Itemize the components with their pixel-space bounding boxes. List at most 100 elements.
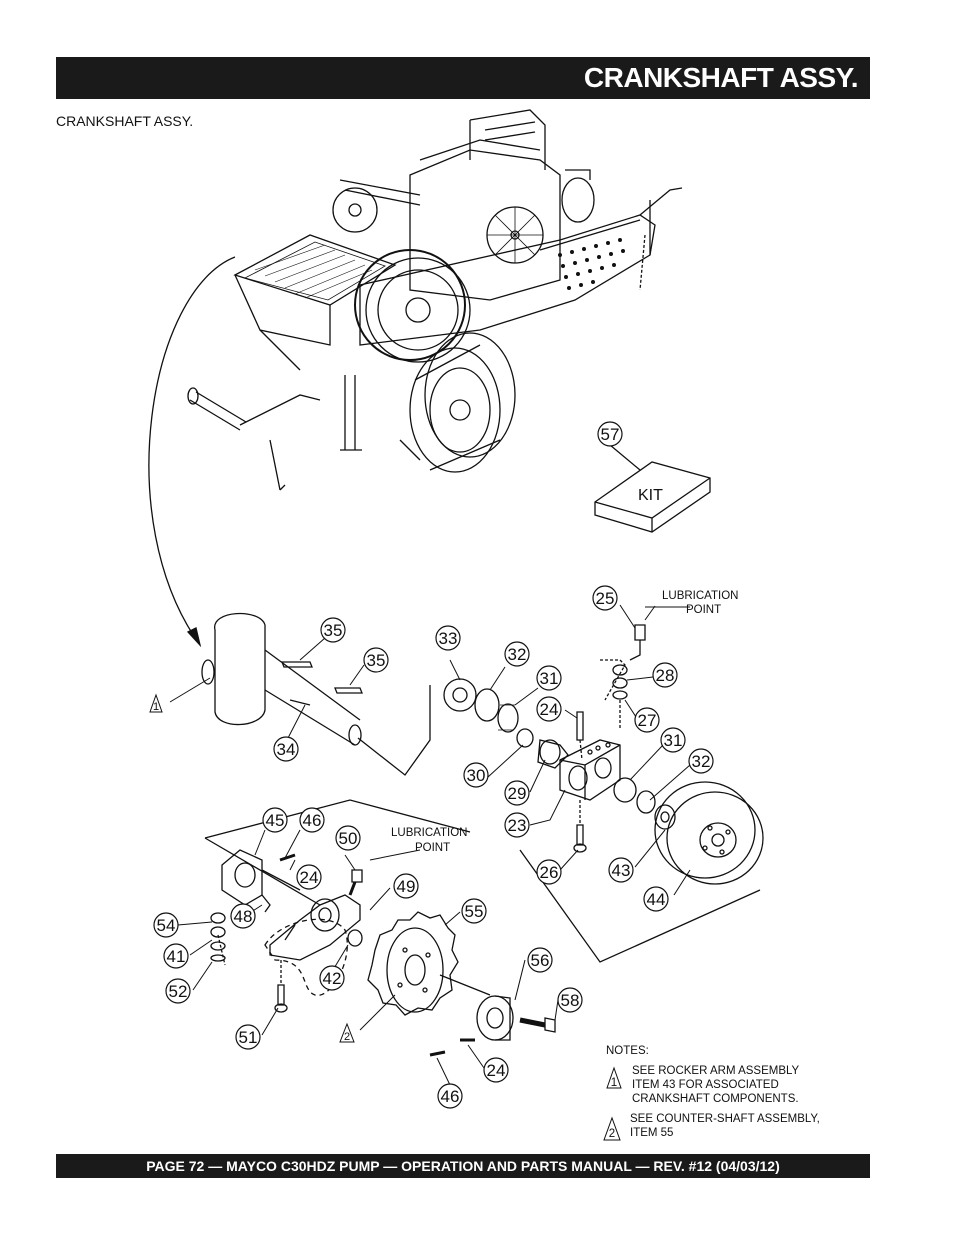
note-2-triangle [603, 1116, 621, 1141]
callout-label: 24 [300, 868, 319, 887]
callout-label: 30 [467, 766, 486, 785]
note-1-line-1: SEE ROCKER ARM ASSEMBLY [632, 1065, 800, 1077]
callout-label: 56 [531, 951, 550, 970]
page-footer-bar: PAGE 72 — MAYCO C30HDZ PUMP — OPERATION … [56, 1154, 870, 1178]
callout-27 [634, 707, 660, 733]
callout-55 [461, 898, 487, 924]
callout-label: 29 [508, 784, 527, 803]
callout-41 [163, 943, 189, 969]
callout-33 [435, 625, 461, 651]
callout-bubbles [153, 421, 714, 1109]
callout-56 [527, 947, 553, 973]
callout-35a [320, 617, 346, 643]
page-footer-text: PAGE 72 — MAYCO C30HDZ PUMP — OPERATION … [146, 1158, 780, 1174]
callout-label: 27 [638, 711, 657, 730]
bearing-housing [559, 739, 621, 801]
sprocket [367, 911, 459, 1016]
note-1-triangle [606, 1066, 622, 1089]
pillow-block-bearing [269, 894, 361, 961]
callout-31b [660, 727, 686, 753]
crankshaft [201, 612, 431, 776]
callout-28 [652, 662, 678, 688]
callout-label: 28 [656, 666, 675, 685]
callout-label: 51 [239, 1028, 258, 1047]
page-title-bar: CRANKSHAFT ASSY. [56, 57, 870, 99]
note-2-line-1: SEE COUNTER-SHAFT ASSEMBLY, [630, 1113, 820, 1125]
svg-text:2: 2 [344, 1031, 350, 1043]
svg-text:1: 1 [153, 701, 159, 713]
callout-label: 33 [439, 629, 458, 648]
lubrication-label-top-2: POINT [686, 604, 721, 616]
callout-48 [230, 903, 256, 929]
triangle-marker-2: 2 [339, 1022, 355, 1043]
note-1-line-3: CRANKSHAFT COMPONENTS. [632, 1093, 799, 1105]
callout-label: 44 [647, 890, 666, 909]
callout-25 [592, 585, 618, 611]
callout-32b [688, 748, 714, 774]
callout-58 [557, 987, 583, 1013]
callout-label: 49 [397, 877, 416, 896]
callout-label: 55 [465, 902, 484, 921]
callout-label: 24 [540, 700, 559, 719]
lubrication-label-lower: LUBRICATION [391, 827, 467, 839]
callout-label: 42 [323, 969, 342, 988]
callout-46a [299, 807, 325, 833]
callout-46b [437, 1083, 463, 1109]
callout-24a [536, 696, 562, 722]
triangle-marker-1: 1 [149, 693, 163, 713]
machine-illustration [187, 109, 683, 491]
notes-heading: NOTES: [606, 1045, 649, 1057]
lubrication-label-lower-2: POINT [415, 842, 450, 854]
callout-label: 35 [367, 651, 386, 670]
callout-29 [504, 780, 530, 806]
callout-31a [536, 665, 562, 691]
callout-label: 24 [487, 1061, 506, 1080]
callout-label: 35 [324, 621, 343, 640]
callout-label: 46 [303, 811, 322, 830]
callout-label: 46 [441, 1087, 460, 1106]
callout-label: 45 [266, 811, 285, 830]
callout-34 [273, 736, 299, 762]
flywheel-disk [654, 781, 764, 885]
callout-label: 31 [664, 731, 683, 750]
callout-label: 41 [167, 947, 186, 966]
note-1-marker: 1 [611, 1077, 617, 1089]
callout-label: 25 [596, 589, 615, 608]
callout-57 [597, 421, 623, 447]
callout-label: 52 [169, 982, 188, 1001]
callout-49 [393, 873, 419, 899]
note-2-line-2: ITEM 55 [630, 1127, 673, 1139]
callout-44 [643, 886, 669, 912]
callout-23 [504, 812, 530, 838]
kit-box [594, 444, 711, 533]
callout-label: 43 [612, 861, 631, 880]
callout-label: 32 [508, 645, 527, 664]
page-title: CRANKSHAFT ASSY. [583, 62, 859, 93]
callout-24b [296, 864, 322, 890]
callout-32a [504, 641, 530, 667]
callout-43 [608, 857, 634, 883]
callout-35b [363, 647, 389, 673]
callout-51 [235, 1024, 261, 1050]
kit-label: KIT [638, 487, 663, 504]
callout-52 [165, 978, 191, 1004]
callout-label: 57 [601, 425, 620, 444]
section-subtitle: CRANKSHAFT ASSY. [56, 113, 194, 129]
callout-26 [536, 859, 562, 885]
callout-label: 32 [692, 752, 711, 771]
notes-block: NOTES: 1 SEE ROCKER ARM ASSEMBLY ITEM 43… [603, 1045, 820, 1141]
callout-30 [463, 762, 489, 788]
callout-label: 34 [277, 740, 296, 759]
callout-45 [262, 807, 288, 833]
callout-label: 58 [561, 991, 580, 1010]
callout-label: 48 [234, 907, 253, 926]
callout-54 [153, 912, 179, 938]
callout-50 [335, 825, 361, 851]
callout-label: 54 [157, 916, 176, 935]
callout-24c [483, 1057, 509, 1083]
callout-label: 50 [339, 829, 358, 848]
callout-label: 23 [508, 816, 527, 835]
callout-label: 26 [540, 863, 559, 882]
lubrication-label-top: LUBRICATION [662, 590, 738, 602]
